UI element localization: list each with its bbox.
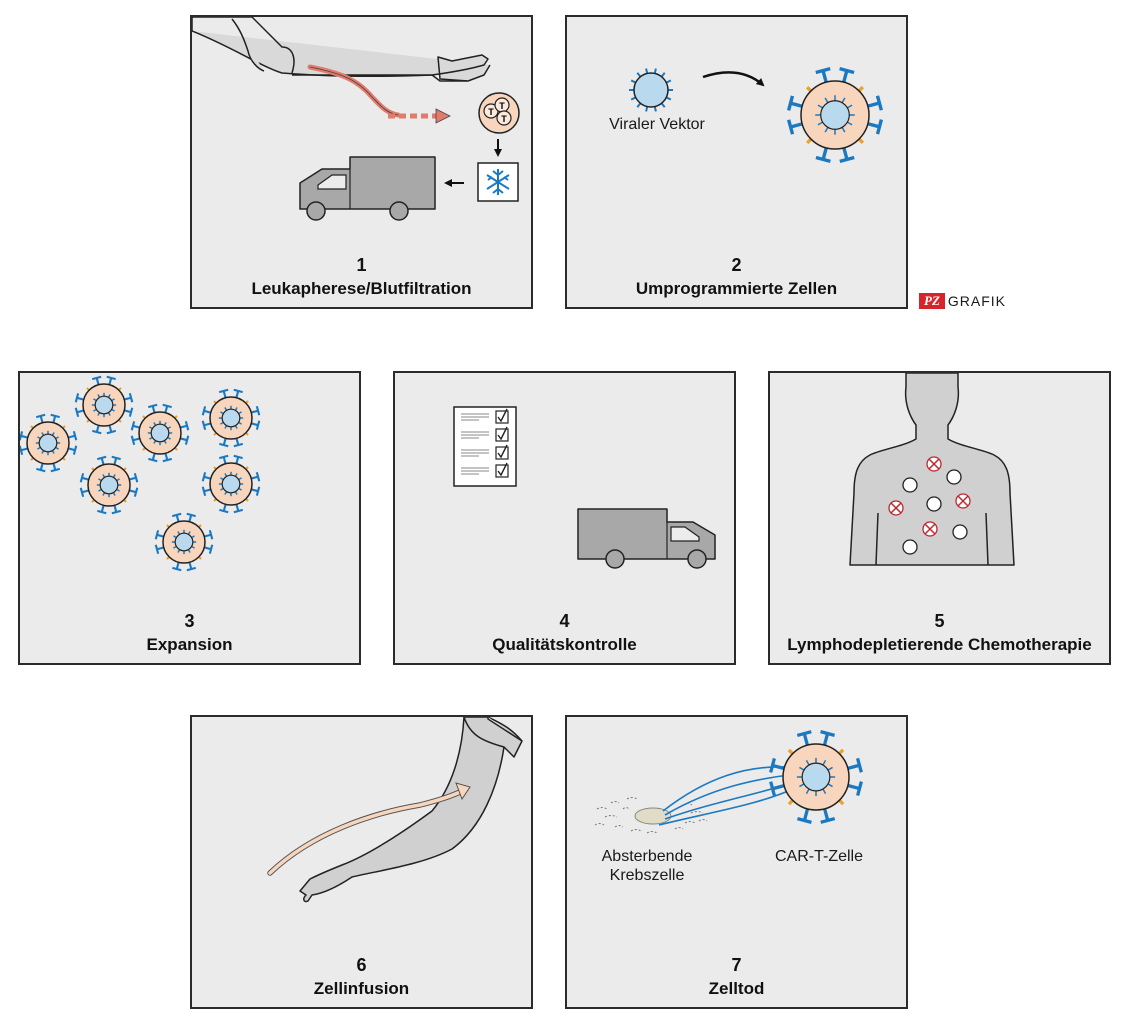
step-title: Leukapherese/Blutfiltration [251,279,472,298]
step-title: Zelltod [708,979,765,998]
lymphocyte-icon [902,539,918,555]
step-title: Expansion [146,635,233,654]
step-number: 7 [731,955,742,975]
step-1-illustration: T T T [192,17,520,221]
step-5-panel: 5 Lymphodepletierende Chemotherapie [768,371,1111,665]
infusion-arrow-icon [267,782,471,876]
destroyed-cell-icon [955,493,971,509]
viral-vector-icon [629,68,673,112]
dying-cancer-cell-icon [594,797,708,834]
step-2-illustration [629,66,884,164]
step-title: Lymphodepletierende Chemotherapie [787,635,1092,654]
car-t-cell-icon [786,66,884,164]
step-title: Zellinfusion [313,979,410,998]
step-6-illustration [267,717,523,903]
step-number: 4 [559,611,570,631]
step-3-panel: 3 Expansion [18,371,361,665]
step-number: 2 [731,255,742,275]
step-4-illustration [453,406,716,569]
dying-cancer-cell-label: Absterbende Krebszelle [601,848,693,884]
step-number: 6 [356,955,367,975]
svg-text:T: T [501,114,507,124]
arm-icon [299,717,523,903]
step-2-panel: Viraler Vektor 2 Umprogrammierte Zellen [565,15,908,309]
car-t-cell-icon [130,403,190,463]
curved-arrow-icon [702,71,765,87]
lymphocyte-icon [946,469,962,485]
delivery-van-icon [299,156,436,221]
step-7-illustration [594,730,863,834]
car-t-cell-icon [74,375,134,435]
step-number: 1 [356,255,367,275]
snowflake-icon [477,162,519,202]
car-t-cell-icon [79,455,139,515]
car-t-cell-label: CAR-T-Zelle [774,848,863,865]
step-4-panel: 4 Qualitätskontrolle [393,371,736,665]
step-6-panel: 6 Zellinfusion [190,715,533,1009]
delivery-van-icon [577,508,716,569]
car-t-cell-icon [154,512,214,572]
destroyed-cell-icon [888,500,904,516]
brand-badge: PZ [919,292,945,309]
car-t-cell-icon [20,413,78,473]
destroyed-cell-icon [922,521,938,537]
brand-label: GRAFIK [947,292,1007,309]
step-number: 5 [934,611,945,631]
t-cells-icon: T T T [478,92,520,134]
blood-arrow-icon [388,108,451,124]
arm-icon [192,17,491,82]
step-1-panel: T T T 1 Leukapherese/Blutfiltration [190,15,533,309]
car-t-cell-icon [201,388,261,448]
destroyed-cell-icon [926,456,942,472]
svg-text:T: T [488,107,494,117]
svg-text:T: T [499,101,505,111]
step-3-illustration [20,375,261,572]
lymphocyte-icon [952,524,968,540]
step-title: Umprogrammierte Zellen [635,279,838,298]
checklist-icon [453,406,517,487]
lymphocyte-icon [902,477,918,493]
step-number: 3 [184,611,195,631]
lymphocyte-icon [926,496,942,512]
step-7-panel: Absterbende Krebszelle CAR-T-Zelle 7 Zel… [565,715,908,1009]
pz-grafik-badge: PZ GRAFIK [919,292,1006,309]
step-5-illustration [849,373,1015,566]
step-title: Qualitätskontrolle [492,635,637,654]
viral-vector-label: Viraler Vektor [609,116,705,133]
car-t-cell-icon [201,454,261,514]
car-t-cell-icon [769,730,863,824]
